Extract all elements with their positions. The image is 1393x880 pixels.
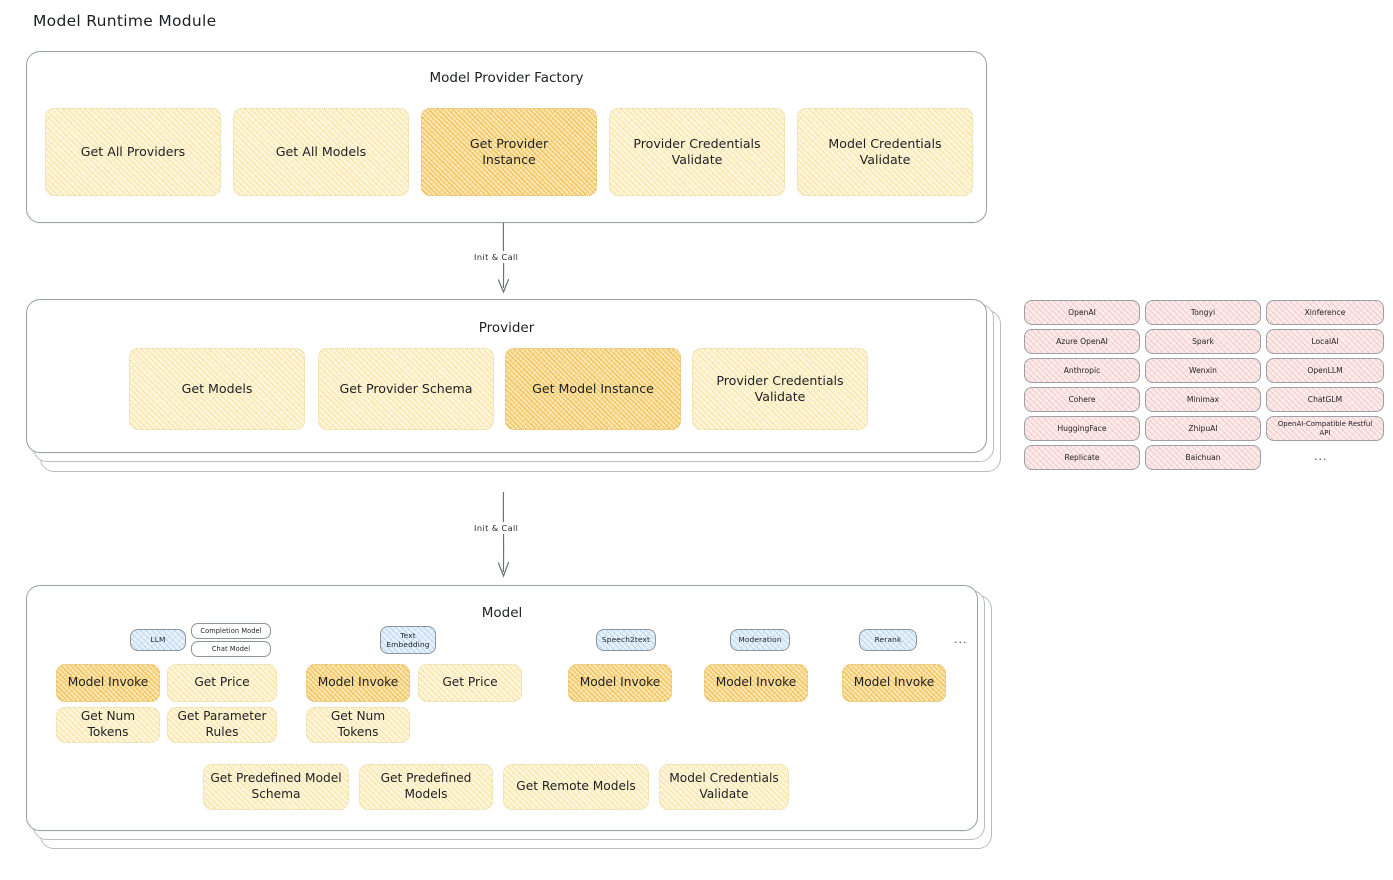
- arrow-2-icon: [497, 491, 510, 578]
- speech2text-box-model-invoke[interactable]: Model Invoke: [568, 664, 672, 702]
- arrow-1-label: Init & Call: [470, 251, 523, 263]
- model-provider-factory-container: Model Provider Factory Get All Providers…: [26, 51, 987, 223]
- provider-tag-minimax[interactable]: Minimax: [1145, 387, 1261, 412]
- provider-tag-spark[interactable]: Spark: [1145, 329, 1261, 354]
- llm-box-get-num-tokens[interactable]: Get Num Tokens: [56, 707, 160, 743]
- provider-tag-replicate[interactable]: Replicate: [1024, 445, 1140, 470]
- provider-tag-localai[interactable]: LocalAI: [1266, 329, 1384, 354]
- provider-tag-azure-openai[interactable]: Azure OpenAI: [1024, 329, 1140, 354]
- section-title-model: Model: [481, 605, 523, 621]
- model-type-tag-llm[interactable]: LLM: [130, 629, 186, 651]
- provider-box-get-provider-schema[interactable]: Get Provider Schema: [318, 348, 494, 430]
- text-embedding-box-get-price[interactable]: Get Price: [418, 664, 522, 702]
- provider-tag-tongyi[interactable]: Tongyi: [1145, 300, 1261, 325]
- text-embedding-box-get-num-tokens[interactable]: Get Num Tokens: [306, 707, 410, 743]
- rerank-box-model-invoke[interactable]: Model Invoke: [842, 664, 946, 702]
- model-box-get-remote-models[interactable]: Get Remote Models: [503, 764, 649, 810]
- arrow-2-label: Init & Call: [470, 522, 523, 534]
- provider-tag-xinference[interactable]: Xinference: [1266, 300, 1384, 325]
- llm-box-model-invoke[interactable]: Model Invoke: [56, 664, 160, 702]
- provider-tag-openai[interactable]: OpenAI: [1024, 300, 1140, 325]
- section-title-provider: Provider: [478, 320, 535, 336]
- provider-tag-chatglm[interactable]: ChatGLM: [1266, 387, 1384, 412]
- provider-tag-zhipuai[interactable]: ZhipuAI: [1145, 416, 1261, 441]
- model-subtag-completion-model[interactable]: Completion Model: [191, 623, 271, 639]
- provider-box-get-models[interactable]: Get Models: [129, 348, 305, 430]
- provider-tag-openllm[interactable]: OpenLLM: [1266, 358, 1384, 383]
- provider-list-ellipsis: ...: [1314, 450, 1328, 463]
- provider-tag-baichuan[interactable]: Baichuan: [1145, 445, 1261, 470]
- provider-tag-openai-compatible-restful-api[interactable]: OpenAI-Compatible Restful API: [1266, 416, 1384, 441]
- model-type-tag-speech2text[interactable]: Speech2text: [596, 629, 656, 651]
- page-title: Model Runtime Module: [33, 12, 217, 30]
- llm-box-get-price[interactable]: Get Price: [167, 664, 277, 702]
- model-subtag-chat-model[interactable]: Chat Model: [191, 641, 271, 657]
- arrow-factory-to-provider: Init & Call: [470, 221, 540, 300]
- factory-box-get-all-providers[interactable]: Get All Providers: [45, 108, 221, 196]
- model-groups-ellipsis: ...: [954, 633, 968, 646]
- model-container: Model LLM Completion Model Chat Model Mo…: [26, 585, 978, 831]
- moderation-box-model-invoke[interactable]: Model Invoke: [704, 664, 808, 702]
- model-type-tag-moderation[interactable]: Moderation: [730, 629, 790, 651]
- factory-box-get-all-models[interactable]: Get All Models: [233, 108, 409, 196]
- provider-container: Provider Get Models Get Provider Schema …: [26, 299, 987, 453]
- provider-tag-anthropic[interactable]: Anthropic: [1024, 358, 1140, 383]
- provider-tag-cohere[interactable]: Cohere: [1024, 387, 1140, 412]
- provider-tag-wenxin[interactable]: Wenxin: [1145, 358, 1261, 383]
- provider-box-get-model-instance[interactable]: Get Model Instance: [505, 348, 681, 430]
- text-embedding-box-model-invoke[interactable]: Model Invoke: [306, 664, 410, 702]
- provider-list: OpenAI Azure OpenAI Anthropic Cohere Hug…: [1024, 300, 1384, 475]
- arrow-provider-to-model: Init & Call: [470, 491, 540, 584]
- provider-tag-huggingface[interactable]: HuggingFace: [1024, 416, 1140, 441]
- model-type-tag-rerank[interactable]: Rerank: [859, 629, 917, 651]
- section-title-factory: Model Provider Factory: [429, 70, 584, 86]
